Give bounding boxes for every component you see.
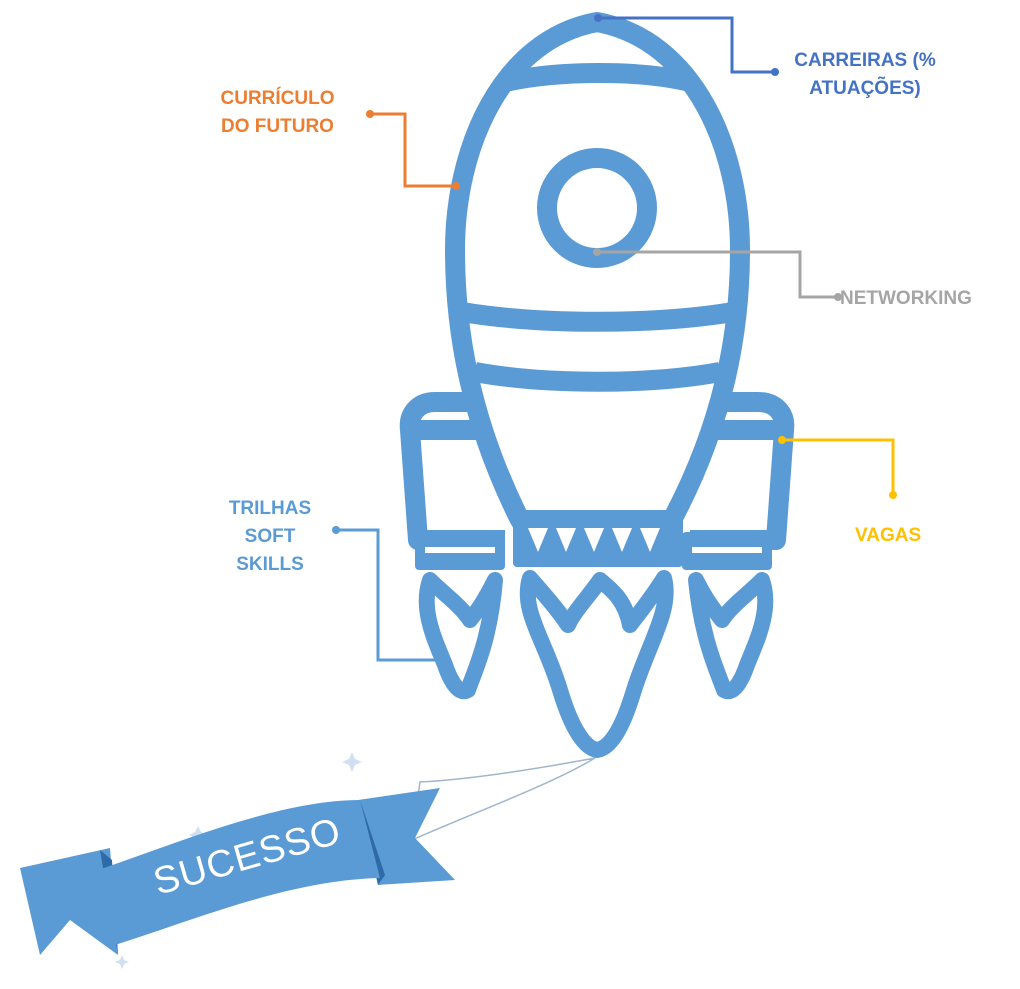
center-flame bbox=[519, 570, 674, 758]
connector-vagas bbox=[782, 438, 895, 495]
right-flame bbox=[688, 572, 774, 700]
label-networking: NETWORKING bbox=[840, 288, 972, 309]
banner-ribbon bbox=[98, 800, 380, 945]
connector-carreiras bbox=[598, 16, 775, 74]
left-flame bbox=[418, 572, 503, 700]
connector-networking bbox=[597, 250, 838, 299]
connector-trilhas bbox=[336, 528, 445, 662]
label-curriculo: CURRÍCULO DO FUTURO bbox=[220, 88, 335, 137]
label-trilhas: TRILHAS SOFT SKILLS bbox=[228, 498, 312, 575]
connector-curriculo bbox=[370, 112, 456, 188]
rocket-nose-band bbox=[502, 63, 693, 92]
rocket-band-lower bbox=[473, 362, 722, 392]
rocket-band-upper bbox=[460, 302, 735, 332]
rocket-body bbox=[445, 12, 750, 530]
rocket bbox=[399, 12, 795, 550]
banner-rope bbox=[411, 757, 596, 842]
label-vagas: VAGAS bbox=[855, 525, 922, 546]
rocket-window bbox=[537, 148, 657, 268]
engine-nozzles bbox=[415, 515, 772, 570]
success-banner: SUCESSO bbox=[20, 788, 455, 955]
flames bbox=[418, 570, 774, 758]
right-booster bbox=[690, 392, 795, 550]
banner-left-tail bbox=[20, 848, 118, 955]
label-carreiras: CARREIRAS (% ATUAÇÕES) bbox=[794, 50, 936, 99]
banner-right-tail bbox=[358, 788, 455, 885]
connectors bbox=[332, 14, 897, 664]
left-booster bbox=[399, 392, 505, 550]
